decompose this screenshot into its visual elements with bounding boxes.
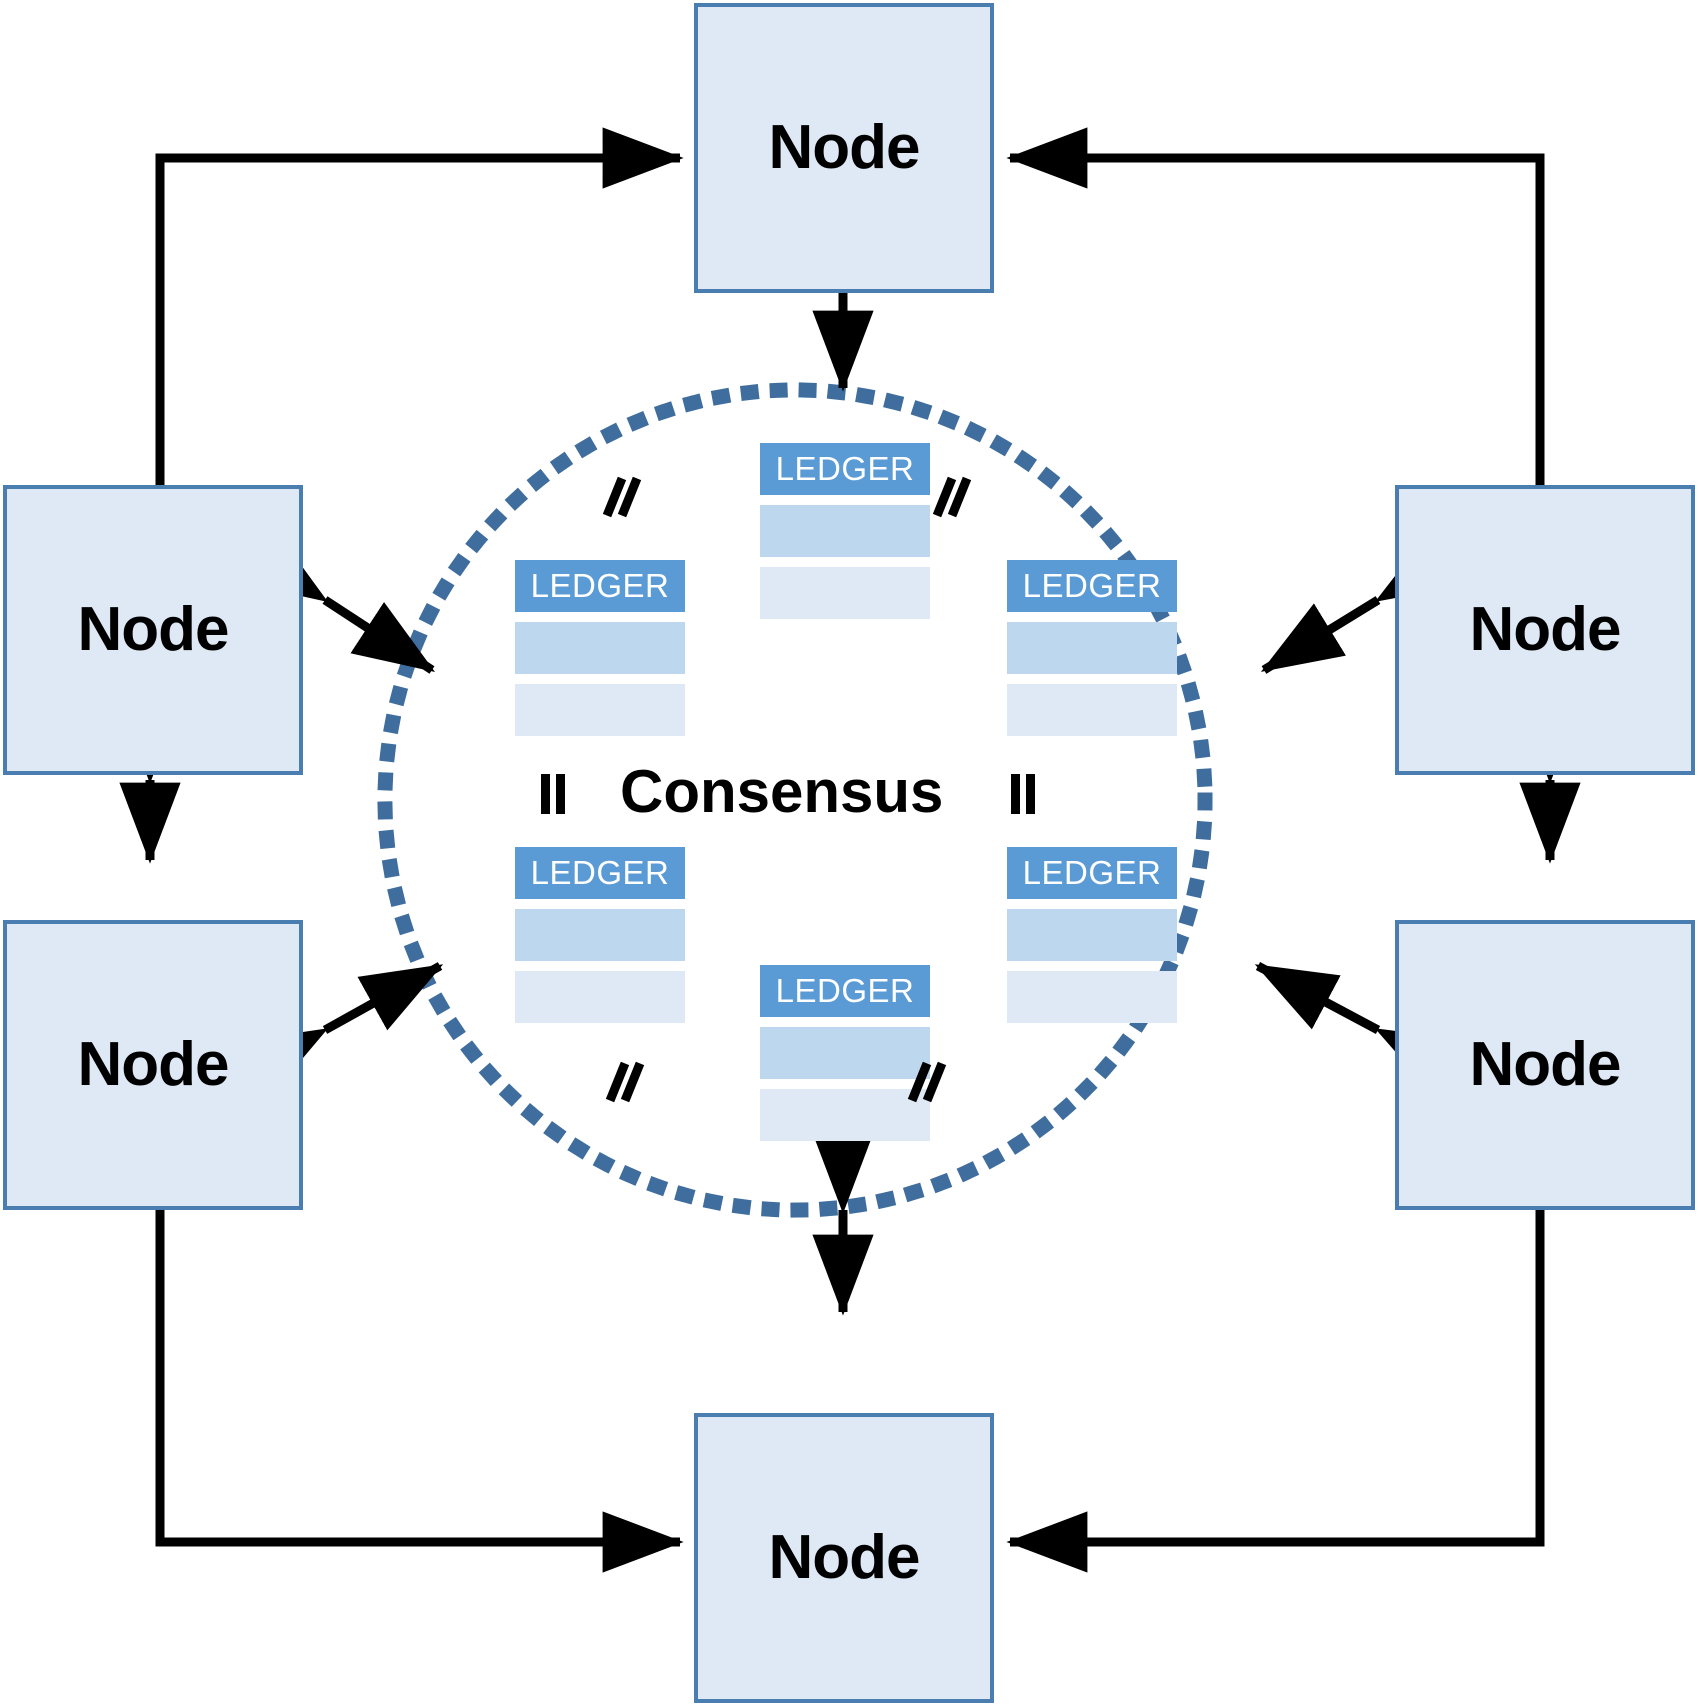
node-bottom[interactable]: Node (694, 1413, 994, 1703)
ledger-lower-right-row-1 (1007, 909, 1177, 961)
ledger-upper-right[interactable]: LEDGER (1007, 560, 1177, 736)
ledger-top-header: LEDGER (760, 443, 930, 495)
conn-left-upper-to-top (155, 127, 684, 485)
conn-right-upper-to-consensus (1260, 533, 1460, 674)
ledger-upper-right-row-2 (1007, 684, 1177, 736)
ledger-upper-right-header: LEDGER (1007, 560, 1177, 612)
ledger-upper-left-row-1 (515, 622, 685, 674)
ledger-upper-left-row-2 (515, 684, 685, 736)
node-left-upper-label: Node (77, 595, 230, 664)
node-right-lower[interactable]: Node (1395, 920, 1695, 1210)
equals-icon-mid-right (1000, 772, 1046, 818)
ledger-bottom[interactable]: LEDGER (760, 965, 930, 1141)
node-left-lower-label: Node (77, 1030, 230, 1099)
node-right-upper-label: Node (1469, 595, 1622, 664)
ledger-bottom-row-1 (760, 1027, 930, 1079)
ledger-lower-right[interactable]: LEDGER (1007, 847, 1177, 1023)
ledger-lower-left-row-2 (515, 971, 685, 1023)
ledger-lower-left-header: LEDGER (515, 847, 685, 899)
node-bottom-label: Node (768, 1523, 921, 1592)
equals-icon-mid-left (530, 772, 576, 818)
ledger-lower-left-row-1 (515, 909, 685, 961)
conn-right-lower-to-consensus (1254, 962, 1461, 1094)
conn-left-upper-to-consensus (243, 532, 436, 674)
conn-left-lower-to-bottom (155, 1210, 684, 1573)
ledger-bottom-header: LEDGER (760, 965, 930, 1017)
equals-icon-lower-right (905, 1060, 951, 1106)
ledger-bottom-row-2 (760, 1089, 930, 1141)
conn-right-lower-to-bottom (1006, 1210, 1545, 1573)
ledger-top-row-1 (760, 505, 930, 557)
conn-right-upper-to-top (1006, 127, 1545, 485)
equals-icon-lower-left (603, 1060, 649, 1106)
ledger-top-row-2 (760, 567, 930, 619)
equals-icon-upper-right (930, 475, 976, 521)
node-right-lower-label: Node (1469, 1030, 1622, 1099)
node-left-lower[interactable]: Node (3, 920, 303, 1210)
consensus-label: Consensus (620, 758, 944, 825)
ledger-upper-right-row-1 (1007, 622, 1177, 674)
equals-icon-upper-left (600, 475, 646, 521)
ledger-lower-left[interactable]: LEDGER (515, 847, 685, 1023)
node-top-label: Node (768, 113, 921, 182)
ledger-upper-left[interactable]: LEDGER (515, 560, 685, 736)
ledger-lower-right-header: LEDGER (1007, 847, 1177, 899)
ledger-top[interactable]: LEDGER (760, 443, 930, 619)
node-left-upper[interactable]: Node (3, 485, 303, 775)
ledger-lower-right-row-2 (1007, 971, 1177, 1023)
node-right-upper[interactable]: Node (1395, 485, 1695, 775)
node-top[interactable]: Node (694, 3, 994, 293)
ledger-upper-left-header: LEDGER (515, 560, 685, 612)
conn-left-lower-to-consensus (242, 962, 444, 1095)
